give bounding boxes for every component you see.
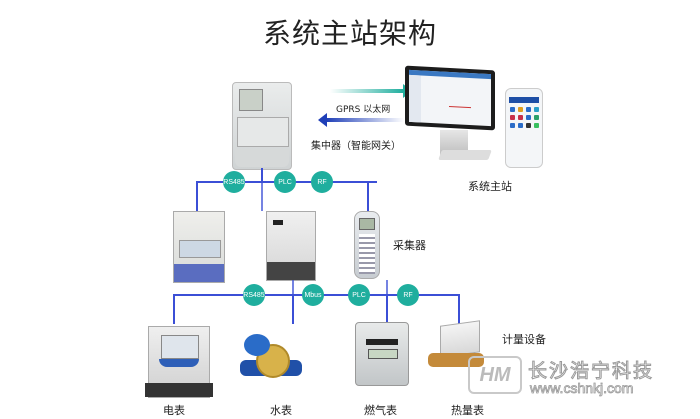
master-station-label: 系统主站 <box>468 180 512 193</box>
protocol-bubble-plc: PLC <box>348 284 370 306</box>
protocol-bubble-rs485: RS485 <box>243 284 265 306</box>
protocol-bubble-rf: RF <box>311 171 333 193</box>
heat-meter-label: 热量表 <box>451 404 484 417</box>
desktop-monitor-icon <box>405 65 495 131</box>
protocol-bubble-rs485: RS485 <box>223 171 245 193</box>
metering-devices-label: 计量设备 <box>502 333 546 346</box>
handheld-collector-icon <box>354 211 380 279</box>
protocol-bubble-plc: PLC <box>274 171 296 193</box>
gas-meter-icon <box>355 322 409 386</box>
tier2-drop-line <box>386 294 388 324</box>
protocol-bubble-mbus: Mbus <box>302 284 324 306</box>
link-protocols-label: GPRS 以太网 <box>336 105 391 115</box>
watermark-company-name: 长沙浩宁科技 <box>527 360 655 383</box>
collector-meter-icon <box>266 211 316 281</box>
company-logo-icon: HM <box>468 356 522 394</box>
mobile-phone-icon <box>505 88 543 168</box>
tier2-drop-line <box>292 294 294 324</box>
concentrator-device-icon <box>232 82 292 170</box>
uplink-arrow-icon <box>330 84 412 98</box>
gas-meter-label: 燃气表 <box>364 404 397 417</box>
protocol-bubble-rf: RF <box>397 284 419 306</box>
electric-meter-label: 电表 <box>163 404 185 417</box>
tier2-drop-line <box>173 294 175 324</box>
collector-label: 采集器 <box>393 239 426 252</box>
collector-meter-icon <box>173 211 225 283</box>
trunk-line <box>261 168 263 182</box>
page-title: 系统主站架构 <box>262 17 437 50</box>
tier2-feed-line <box>292 280 294 294</box>
keyboard-icon <box>438 150 492 160</box>
water-meter-icon <box>240 332 302 388</box>
tier1-drop-line <box>367 181 369 211</box>
concentrator-label: 集中器（智能网关） <box>311 141 401 152</box>
water-meter-label: 水表 <box>270 404 292 417</box>
electric-meter-icon <box>145 326 213 398</box>
tier1-drop-line <box>196 181 198 211</box>
tier1-drop-line <box>261 181 263 211</box>
tier2-drop-line <box>458 294 460 324</box>
watermark-url: www.cshnkj.com <box>530 380 634 397</box>
downlink-arrow-icon <box>318 113 404 127</box>
tier2-feed-line <box>386 280 388 294</box>
